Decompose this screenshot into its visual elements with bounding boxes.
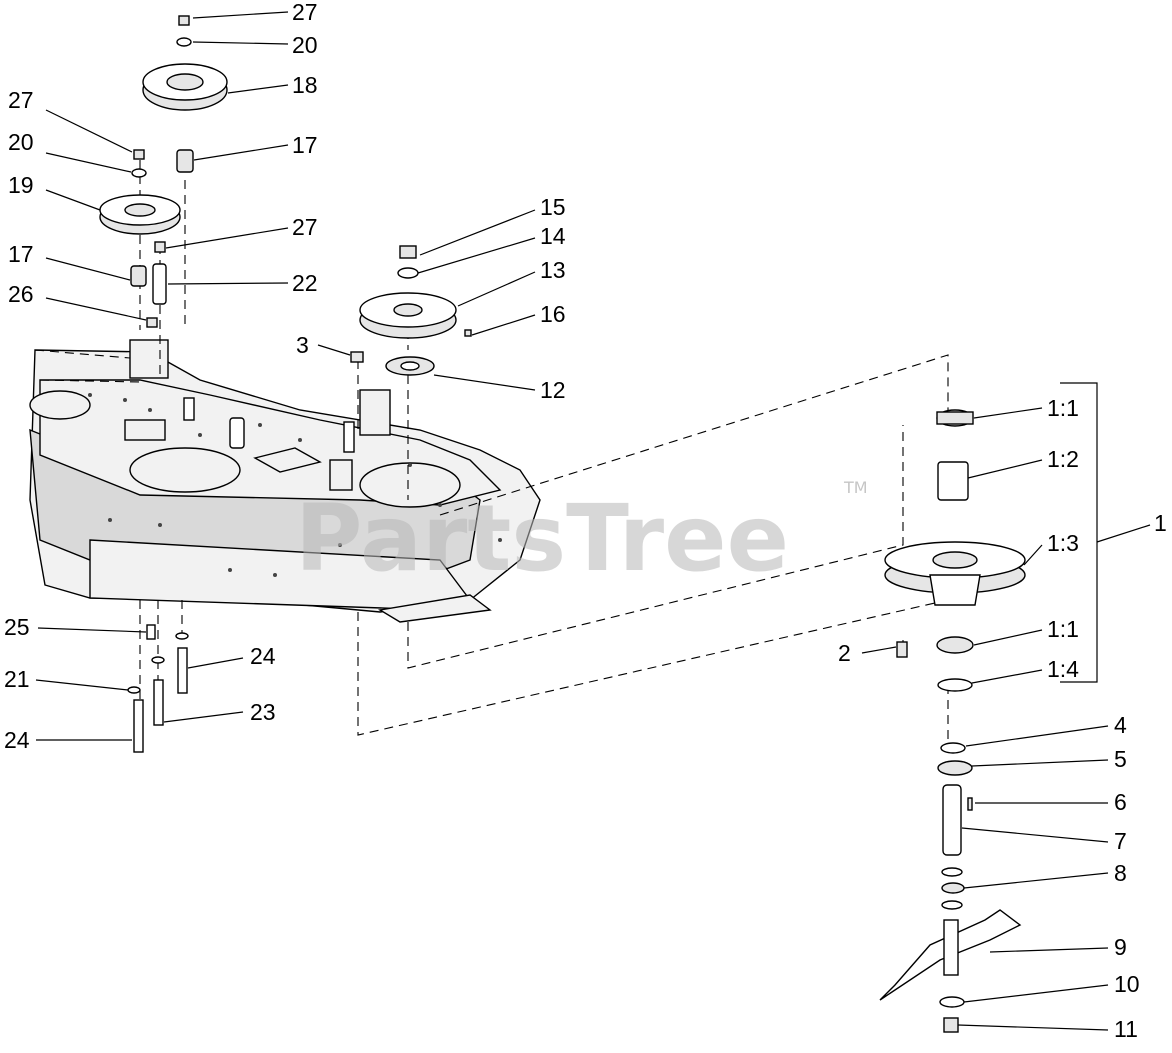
callout-26: 26 — [8, 281, 34, 307]
callout-1-3: 1:3 — [1047, 530, 1079, 556]
callout-5: 5 — [1114, 746, 1127, 772]
callout-23: 23 — [250, 699, 276, 725]
callout-13: 13 — [540, 257, 566, 283]
callout-1-4: 1:4 — [1047, 656, 1079, 682]
callout-27: 27 — [292, 214, 318, 240]
bolts-below-deck — [127, 624, 189, 753]
callout-16: 16 — [540, 301, 566, 327]
callout-1: 1 — [1154, 510, 1167, 536]
callout-24: 24 — [4, 727, 30, 753]
callout-6: 6 — [1114, 789, 1127, 815]
callout-27: 27 — [8, 87, 34, 113]
callout-3: 3 — [296, 332, 309, 358]
callout-14: 14 — [540, 223, 566, 249]
parts-tree-watermark: PartsTree TM — [295, 478, 868, 592]
callout-1-1: 1:1 — [1047, 395, 1079, 421]
leader-lines — [35, 11, 1151, 1031]
callout-2: 2 — [838, 640, 851, 666]
left-pulley-stack — [99, 15, 228, 328]
spindle-assembly — [879, 382, 1098, 1033]
callout-12: 12 — [540, 377, 566, 403]
callout-11: 11 — [1114, 1016, 1138, 1042]
callout-24: 24 — [250, 643, 276, 669]
callout-20: 20 — [292, 32, 318, 58]
watermark-brand: PartsTree — [295, 485, 789, 592]
callout-8: 8 — [1114, 860, 1127, 886]
mower-deck — [29, 339, 541, 623]
callout-9: 9 — [1114, 934, 1127, 960]
callout-18: 18 — [292, 72, 318, 98]
watermark-trademark: TM — [843, 478, 868, 497]
callout-25: 25 — [4, 614, 30, 640]
center-pulley-stack — [350, 245, 472, 376]
alignment-dashed-lines — [34, 160, 949, 740]
callout-17: 17 — [292, 132, 318, 158]
callout-labels: 27 20 18 27 20 17 19 27 17 22 26 15 14 1… — [4, 0, 1167, 1042]
callout-4: 4 — [1114, 712, 1127, 738]
callout-10: 10 — [1114, 971, 1140, 997]
callout-1-1: 1:1 — [1047, 616, 1079, 642]
callout-21: 21 — [4, 666, 30, 692]
callout-19: 19 — [8, 172, 34, 198]
callout-1-2: 1:2 — [1047, 446, 1079, 472]
callout-27: 27 — [292, 0, 318, 25]
callout-20: 20 — [8, 129, 34, 155]
callout-15: 15 — [540, 194, 566, 220]
callout-7: 7 — [1114, 828, 1127, 854]
callout-17: 17 — [8, 241, 34, 267]
callout-22: 22 — [292, 270, 318, 296]
